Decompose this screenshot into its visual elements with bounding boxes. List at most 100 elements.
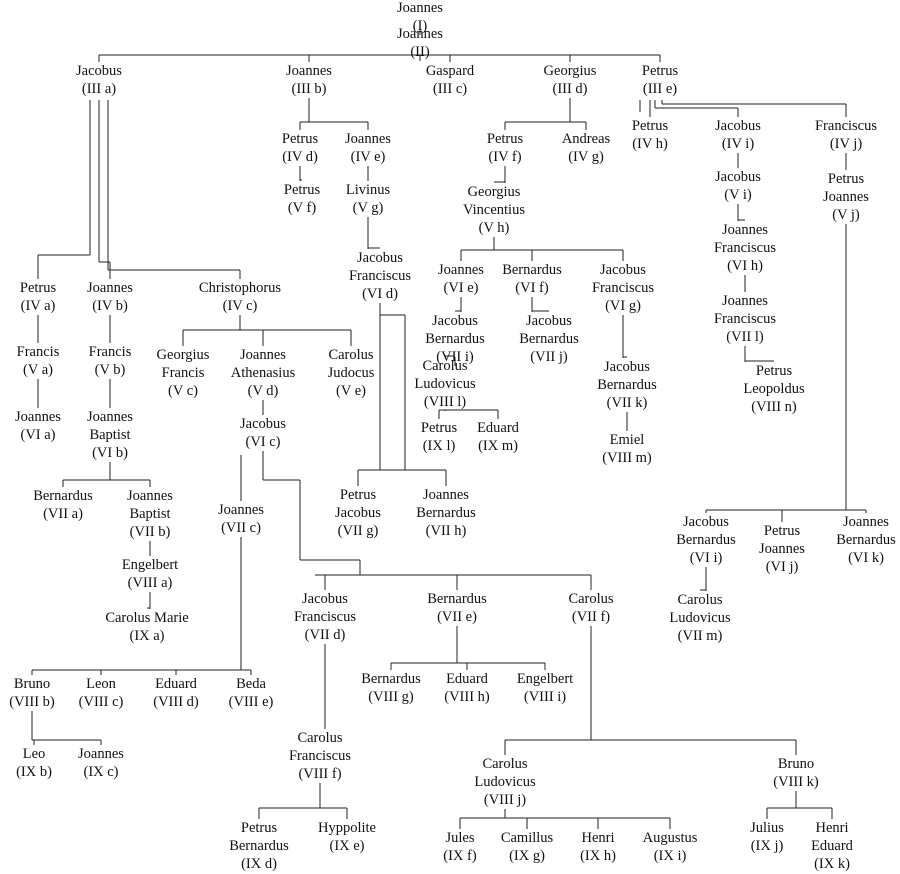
person-name-line: Bruno	[778, 756, 814, 772]
person-name-line: Bernardus	[425, 331, 485, 347]
person-name-line: Joannes	[78, 746, 124, 762]
person-name-line: Carolus	[677, 592, 722, 608]
person-code: (VIII h)	[444, 689, 490, 705]
person-code: (III c)	[433, 81, 467, 97]
person-code: (IX i)	[654, 848, 687, 864]
person-name-line: Carolus	[297, 730, 342, 746]
person-name-line: Carolus	[422, 358, 467, 374]
person-IVd: Petrus(IV d)	[282, 131, 319, 165]
person-code: (VI g)	[605, 298, 641, 314]
person-code: (III b)	[291, 81, 326, 97]
person-name-line: Eduard	[811, 838, 854, 854]
person-code: (VI j)	[766, 559, 799, 575]
person-VIIIk: Bruno(VIII k)	[773, 756, 819, 790]
person-name-line: Carolus	[328, 347, 373, 363]
person-name-line: Bernardus	[33, 488, 93, 504]
person-code: (IV e)	[351, 149, 386, 165]
person-VIIId: Eduard(VIII d)	[153, 676, 199, 710]
person-code: (VII a)	[43, 506, 83, 522]
person-name-line: Bernardus	[361, 671, 421, 687]
person-name-line: Jules	[446, 830, 475, 846]
person-Vi: Jacobus(V i)	[715, 169, 761, 203]
person-IXl: Petrus(IX l)	[421, 420, 458, 454]
person-Va: Francis(V a)	[17, 344, 60, 378]
person-ii: Joannes(II)	[397, 26, 443, 60]
person-name-line: Jacobus	[357, 250, 403, 266]
person-name-line: Bernardus	[427, 591, 487, 607]
person-name-line: Petrus	[764, 523, 801, 539]
person-code: (V i)	[724, 187, 752, 203]
person-IXf: Jules (IX f)	[443, 830, 477, 864]
person-code: (IX j)	[751, 838, 784, 854]
person-IIIe: Petrus(III e)	[642, 63, 679, 97]
person-name-line: Carolus	[482, 756, 527, 772]
person-name-line: Camillus	[501, 830, 554, 846]
person-code: (VII c)	[221, 520, 261, 536]
person-code: (IV a)	[21, 298, 56, 314]
person-Vg: Livinus(V g)	[346, 182, 391, 216]
person-VIc: Jacobus(VI c)	[240, 416, 286, 450]
person-name-line: Franciscus	[349, 268, 411, 284]
person-code: (V j)	[832, 207, 860, 223]
person-code: (VIII m)	[602, 450, 652, 466]
person-name-line: Joannes	[286, 63, 332, 79]
person-code: (VIII j)	[484, 792, 526, 808]
person-code: (VII g)	[338, 523, 379, 539]
person-name-line: Jacobus	[600, 262, 646, 278]
person-name-line: Judocus	[328, 365, 375, 381]
person-name-line: Leopoldus	[743, 381, 805, 397]
person-code: (VII j)	[530, 349, 568, 365]
person-name-line: Jacobus	[335, 505, 381, 521]
person-IXm: Eduard(IX m)	[477, 420, 520, 454]
person-name-line: Georgius	[468, 184, 521, 200]
person-code: (I)	[413, 18, 428, 34]
person-code: (VII e)	[437, 609, 477, 625]
person-name-line: Petrus	[20, 280, 57, 296]
person-code: (IV h)	[632, 136, 668, 152]
person-name-line: Eduard	[477, 420, 520, 436]
person-code: (IX f)	[443, 848, 477, 864]
person-name-line: Francis	[17, 344, 60, 360]
person-code: (IX e)	[329, 838, 364, 854]
person-name-line: Engelbert	[122, 557, 178, 573]
person-IVj: Franciscus(IV j)	[815, 118, 877, 152]
person-code: (IX a)	[129, 628, 164, 644]
person-name-line: Joannes	[759, 541, 805, 557]
person-VIIe: Bernardus (VII e)	[427, 591, 487, 625]
person-name-line: Leo	[23, 746, 46, 762]
person-IVb: Joannes(IV b)	[87, 280, 133, 314]
person-code: (IX h)	[580, 848, 616, 864]
person-name-line: Joannes	[87, 280, 133, 296]
person-VIe: Joannes(VI e)	[438, 262, 484, 296]
person-name-line: Livinus	[346, 182, 391, 198]
person-IXg: Camillus(IX g)	[501, 830, 554, 864]
person-VIIIb: Bruno(VIII b)	[9, 676, 55, 710]
person-code: (VII d)	[305, 627, 346, 643]
person-IVc: Christophorus(IV c)	[199, 280, 282, 314]
person-name-line: Bernardus	[597, 377, 657, 393]
person-labels: Joannes(I)Joannes(II)Jacobus(III a)Joann…	[9, 0, 896, 872]
person-VIIIe: Beda(VIII e)	[229, 676, 274, 710]
person-name-line: Bernardus	[229, 838, 289, 854]
person-name-line: Franciscus	[714, 240, 776, 256]
person-code: (IV f)	[488, 149, 521, 165]
person-VIIa: Bernardus (VII a)	[33, 488, 93, 522]
person-IVa: Petrus (IV a)	[20, 280, 57, 314]
person-name-line: Petrus	[642, 63, 679, 79]
person-name-line: Joannes	[345, 131, 391, 147]
person-code: (VI e)	[443, 280, 478, 296]
person-code: (IV g)	[568, 149, 604, 165]
person-code: (VI k)	[848, 550, 884, 566]
person-name-line: Jacobus	[76, 63, 122, 79]
person-name-line: Joannes	[397, 0, 443, 16]
person-code: (IV c)	[223, 298, 258, 314]
person-name-line: Joannes	[823, 189, 869, 205]
